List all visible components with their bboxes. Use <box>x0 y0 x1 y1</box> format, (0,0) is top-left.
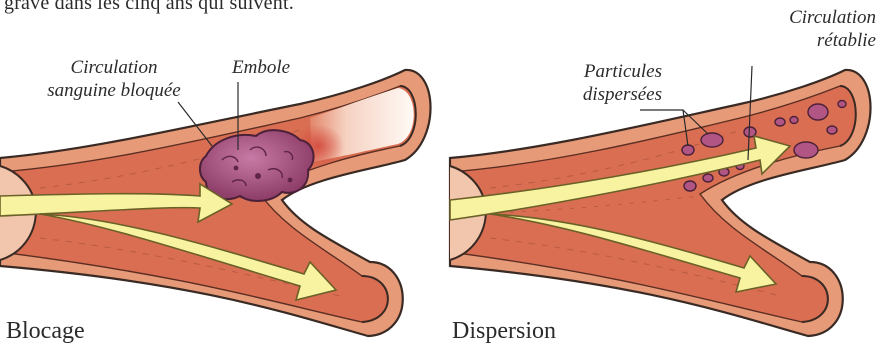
label-blocked-circulation: Circulation sanguine bloquée <box>6 56 222 102</box>
label-embolus: Embole <box>232 56 290 79</box>
left-vessel <box>0 70 431 336</box>
label-restored-circulation: Circulation rétablie <box>716 6 876 52</box>
label-blocked-line2: sanguine bloquée <box>6 79 222 102</box>
label-particles-line1: Particules <box>512 60 662 83</box>
label-restored-line1: Circulation <box>716 6 876 29</box>
label-dispersed-particles: Particules dispersées <box>512 60 662 106</box>
label-particles-line2: dispersées <box>512 83 662 106</box>
label-blocked-line1: Circulation <box>6 56 222 79</box>
label-restored-line2: rétablie <box>716 29 876 52</box>
